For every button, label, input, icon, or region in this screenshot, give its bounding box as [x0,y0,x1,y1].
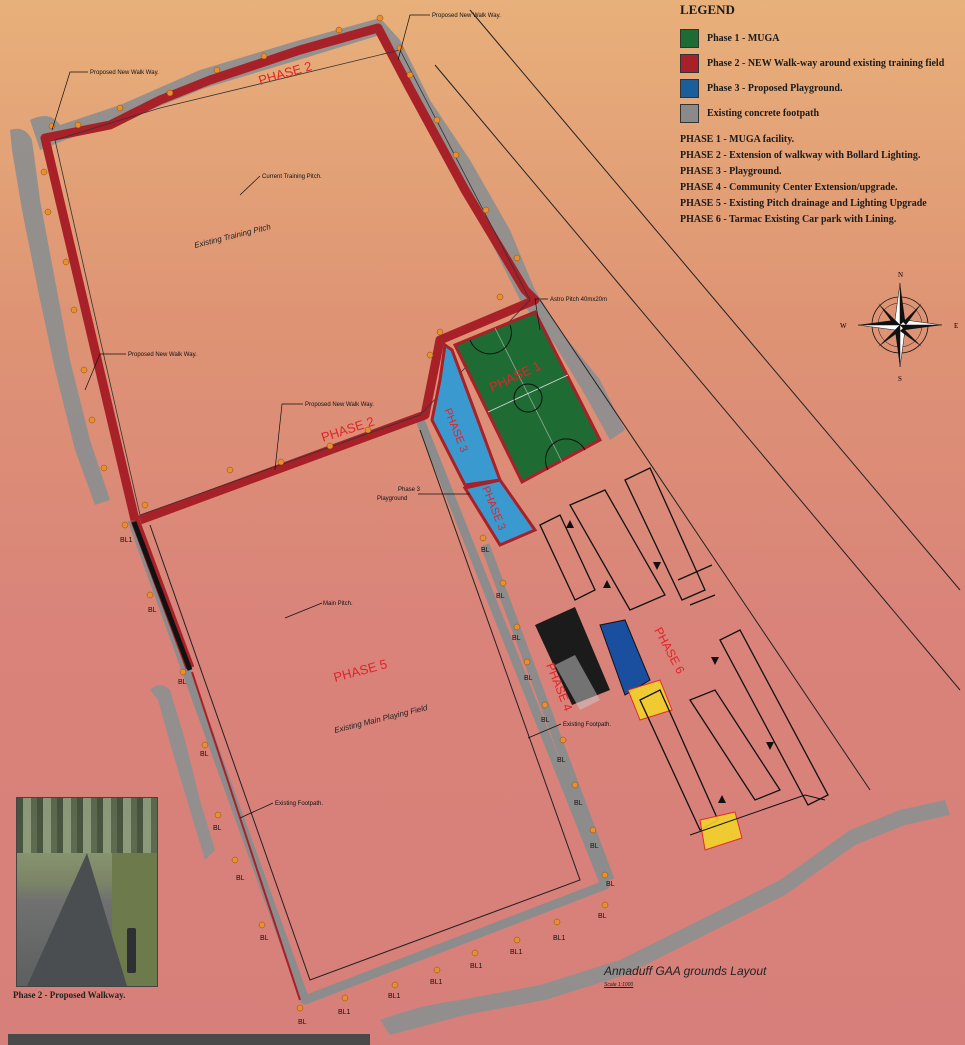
annotation-walkway: Proposed New Walk Way. [90,70,159,76]
bollard-label: BL1 [338,1009,351,1016]
annotation-walkway: Proposed New Walk Way. [432,13,501,19]
bollard-label: BL [236,875,245,882]
legend-row: Existing concrete footpath [680,101,962,126]
bollard-label: BL1 [510,949,523,956]
phase-item: PHASE 5 - Existing Pitch drainage and Li… [680,198,927,209]
legend-label: Phase 2 - NEW Walk-way around existing t… [707,58,945,69]
annotation-playground: Phase 3 [398,487,421,493]
bollard-label: BL [512,635,521,642]
bollard-labels: BL1 BL BL BL BL BL BL BL BL1 BL1 BL1 BL1… [120,537,615,1026]
compass-rose: N S E W [840,271,958,383]
walkway-photo [16,797,158,987]
legend-swatch-walkway [680,54,699,73]
legend-row: Phase 2 - NEW Walk-way around existing t… [680,51,962,76]
bottom-bar [8,1034,370,1045]
main-field-label: Existing Main Playing Field [333,703,428,735]
phase-list: PHASE 1 - MUGA facility. PHASE 2 - Exten… [680,132,962,228]
legend-swatch-footpath [680,104,699,123]
boundary-lines [434,9,961,791]
bollard-label: BL [481,547,490,554]
red-edge-line [191,671,301,1001]
bollard-label: BL [298,1019,307,1026]
photo-caption: Phase 2 - Proposed Walkway. [13,990,126,1000]
legend: LEGEND Phase 1 - MUGA Phase 2 - NEW Walk… [680,2,962,228]
bollard-label: BL1 [388,993,401,1000]
phase1-muga [452,310,603,485]
training-pitch-outline [54,49,531,516]
bollard-label: BL [213,825,222,832]
annotation-walkway: Proposed New Walk Way. [128,352,197,358]
plan-title: Annaduff GAA grounds Layout [604,964,767,978]
field-labels: Existing Training Pitch Existing Main Pl… [193,222,428,735]
phase-item: PHASE 1 - MUGA facility. [680,134,795,145]
compass-n: N [898,271,903,279]
annotation-walkway: Proposed New Walk Way. [305,402,374,408]
bollard-label: BL [200,751,209,758]
phase-item: PHASE 2 - Extension of walkway with Boll… [680,150,921,161]
yellow-hatch-box [699,811,743,851]
bollard-label: BL [598,913,607,920]
legend-swatch-muga [680,29,699,48]
compass-e: E [954,322,958,330]
existing-footpath [127,418,615,1005]
car-park-edge [689,794,826,836]
phase3-playground-b [462,478,538,547]
phase-labels: PHASE 2 PHASE 2 PHASE 1 PHASE 3 PHASE 3 … [257,58,688,713]
legend-row: Phase 1 - MUGA [680,26,962,51]
black-path-segment [131,521,193,671]
phase-item: PHASE 3 - Playground. [680,166,782,177]
photo-path [27,853,127,986]
phase6-label: PHASE 6 [651,625,687,677]
bollard-label: BL [590,843,599,850]
bollard-label: BL [606,881,615,888]
bollard-label: BL1 [430,979,443,986]
bollard-label: BL1 [120,537,133,544]
phase3-playground-a [430,342,503,487]
annotation-footpath: Existing Footpath. [563,722,611,728]
bollard-label: BL [541,717,550,724]
tree-line [10,18,950,1035]
legend-label: Existing concrete footpath [707,108,820,119]
photo-bollard [127,928,136,973]
bollard-label: BL [574,800,583,807]
legend-title: LEGEND [680,2,735,17]
compass-s: S [898,375,902,383]
phase-item: PHASE 4 - Community Center Extension/upg… [680,182,898,193]
annotations: Proposed New Walk Way. Proposed New Walk… [90,13,611,807]
phase-item: PHASE 6 - Tarmac Existing Car park with … [680,214,897,225]
bollard-label: BL1 [470,963,483,970]
annotation-main-pitch: Main Pitch. [323,601,353,607]
annotation-training: Current Training Pitch. [262,174,322,180]
leader-lines [51,14,562,819]
training-pitch-label: Existing Training Pitch [193,222,272,250]
main-pitch-outline [149,429,581,981]
legend-label: Phase 1 - MUGA [707,33,780,44]
bollard-label: BL [178,679,187,686]
phase4-building [535,607,673,721]
bollard-label: BL [524,675,533,682]
bollard-label: BL1 [553,935,566,942]
annotation-playground: Playground [377,496,407,502]
plan-scale: Scale 1:1000 [604,982,634,988]
bollard-label: BL [557,757,566,764]
legend-label: Phase 3 - Proposed Playground. [707,83,843,94]
bollard-label: BL [148,607,157,614]
legend-row: Phase 3 - Proposed Playground. [680,76,962,101]
legend-swatch-playground [680,79,699,98]
phase5-label: PHASE 5 [332,656,389,685]
traffic-arrows [566,520,774,803]
photo-trees [17,798,157,853]
bollard-label: BL [496,593,505,600]
compass-w: W [840,322,847,330]
bollard-label: BL [260,935,269,942]
annotation-astro: Astro Pitch 40mx20m [550,297,607,303]
annotation-footpath: Existing Footpath. [275,801,323,807]
